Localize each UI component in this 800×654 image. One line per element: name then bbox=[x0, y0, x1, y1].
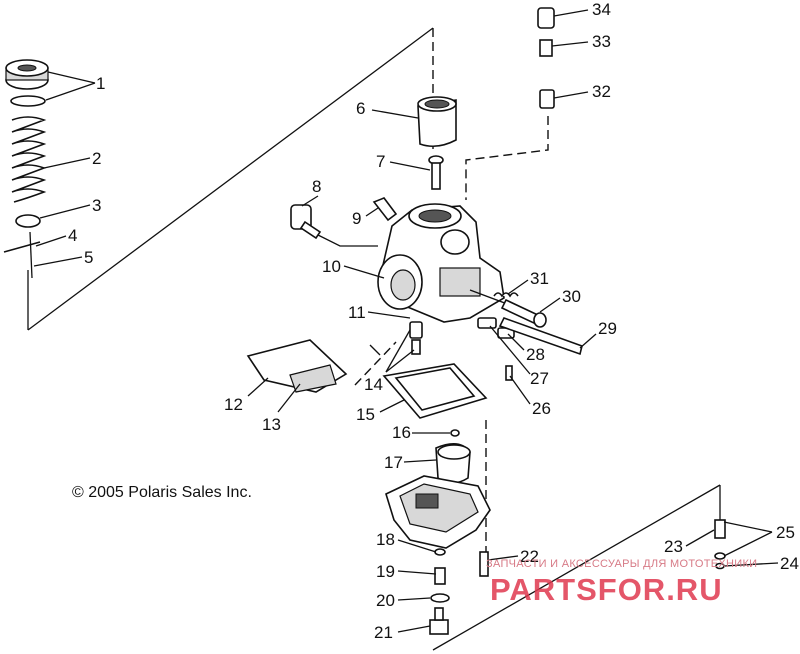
callout-25: 25 bbox=[776, 523, 795, 542]
part-29-shaft bbox=[498, 317, 583, 356]
part-1-cap bbox=[5, 59, 49, 107]
callout-28: 28 bbox=[526, 345, 545, 364]
part-32-fitting bbox=[539, 89, 555, 109]
callout-11: 11 bbox=[348, 303, 366, 322]
callout-32: 32 bbox=[592, 82, 611, 101]
callout-15: 15 bbox=[356, 405, 375, 424]
callout-22: 22 bbox=[520, 547, 539, 566]
part-20-oring bbox=[430, 593, 450, 603]
leader-lines bbox=[33, 9, 779, 633]
part-3-clip bbox=[15, 214, 41, 228]
callout-24: 24 bbox=[780, 554, 799, 573]
part-12-plate bbox=[246, 339, 348, 393]
part-11-jet bbox=[409, 321, 423, 355]
part-27-screw bbox=[477, 317, 497, 329]
part-30-screw bbox=[500, 298, 547, 328]
copyright-notice: © 2005 Polaris Sales Inc. bbox=[72, 484, 252, 501]
callout-3: 3 bbox=[92, 196, 101, 215]
callout-16: 16 bbox=[392, 423, 411, 442]
callout-7: 7 bbox=[376, 152, 385, 171]
part-16-screw bbox=[450, 429, 460, 437]
callout-26: 26 bbox=[532, 399, 551, 418]
float-bowl bbox=[385, 475, 491, 549]
part-18-washer bbox=[434, 548, 446, 556]
callout-20: 20 bbox=[376, 591, 395, 610]
callout-30: 30 bbox=[562, 287, 581, 306]
callout-17: 17 bbox=[384, 453, 403, 472]
callout-31: 31 bbox=[530, 269, 549, 288]
callout-4: 4 bbox=[68, 226, 77, 245]
part-21-drain-plug bbox=[429, 607, 449, 635]
callout-21: 21 bbox=[374, 623, 393, 642]
callout-19: 19 bbox=[376, 562, 395, 581]
callout-5: 5 bbox=[84, 248, 93, 267]
watermark-logo: PARTSFOR.RU bbox=[490, 572, 723, 607]
callout-29: 29 bbox=[598, 319, 617, 338]
callout-8: 8 bbox=[312, 177, 321, 196]
part-10-carburetor-body bbox=[377, 203, 511, 323]
part-31-spring bbox=[493, 292, 519, 298]
part-7-screw bbox=[428, 155, 444, 190]
callout-1: 1 bbox=[96, 74, 105, 93]
callout-13: 13 bbox=[262, 415, 281, 434]
frame-lines bbox=[27, 27, 721, 651]
callout-labels: 1 2 3 4 5 6 7 8 9 10 11 12 13 14 15 16 1… bbox=[68, 0, 799, 642]
part-2-spring bbox=[11, 116, 47, 203]
part-4-needle bbox=[3, 241, 41, 253]
part-5-needle-rod bbox=[29, 231, 33, 279]
part-8-sensor bbox=[290, 204, 378, 247]
watermark-tagline: ЗАПЧАСТИ И АКСЕССУАРЫ ДЛЯ МОТОТЕХНИКИ bbox=[486, 558, 758, 570]
part-33-nut bbox=[539, 39, 553, 57]
part-17-float bbox=[435, 443, 471, 484]
callout-14: 14 bbox=[364, 375, 383, 394]
callout-27: 27 bbox=[530, 369, 549, 388]
part-19-screw bbox=[434, 567, 446, 585]
part-9-fitting bbox=[372, 197, 398, 222]
callout-6: 6 bbox=[356, 99, 365, 118]
part-6-slide bbox=[417, 96, 457, 148]
part-34-cap bbox=[537, 7, 555, 29]
callout-12: 12 bbox=[224, 395, 243, 414]
callout-33: 33 bbox=[592, 32, 611, 51]
part-22-bolt bbox=[479, 551, 489, 577]
callout-2: 2 bbox=[92, 149, 101, 168]
callout-34: 34 bbox=[592, 0, 611, 19]
callout-18: 18 bbox=[376, 530, 395, 549]
part-15-gasket bbox=[382, 363, 488, 419]
callout-10: 10 bbox=[322, 257, 341, 276]
callout-9: 9 bbox=[352, 209, 361, 228]
part-26-screw bbox=[505, 365, 513, 381]
callout-23: 23 bbox=[664, 537, 683, 556]
